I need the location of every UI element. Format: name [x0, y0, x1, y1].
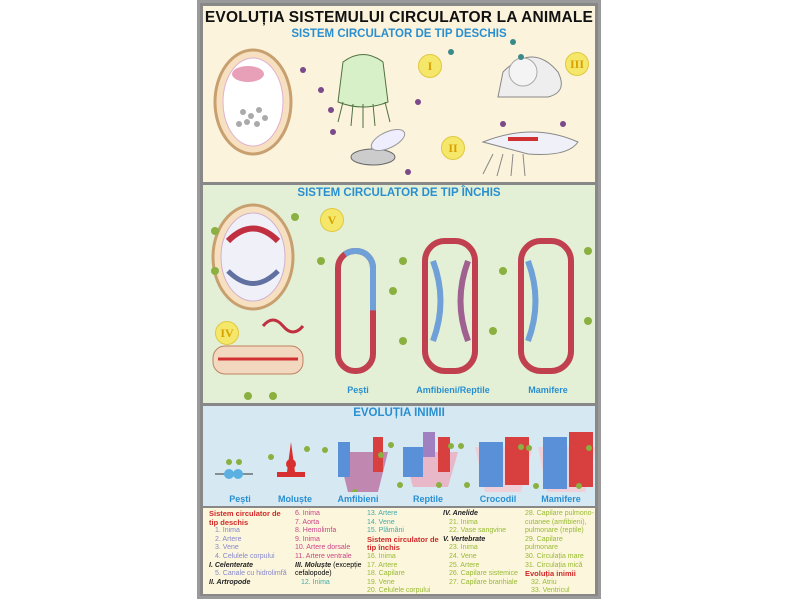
legend-item: 13. Artere: [367, 510, 398, 517]
fly: [350, 148, 396, 166]
caption-fish: Pești: [347, 385, 369, 395]
legend-heading: II. Artropode: [209, 578, 251, 586]
legend-heading: IV. Anelide: [443, 510, 478, 517]
label-ii: II: [441, 136, 465, 160]
heart-caption-crocodile: Crocodil: [479, 494, 517, 504]
heart-evolution-title: EVOLUȚIA INIMII: [353, 407, 445, 419]
heart-illustrations: [215, 432, 595, 492]
legend-heading: I. Celenterate: [209, 561, 253, 569]
legend-item: 31. Circulația mică: [525, 561, 583, 569]
legend-item: 33. Ventricul: [531, 587, 570, 595]
heart-caption-amphibians: Amfibieni: [337, 494, 379, 504]
legend-col-5: 28. Capilare pulmono-cutanee (amfibieni)…: [525, 510, 595, 596]
heart-caption-mammals: Mamifere: [541, 494, 581, 504]
legend-item: 15. Plămâni: [367, 527, 404, 535]
fish-heart: [215, 469, 253, 479]
poster-title: EVOLUȚIA SISTEMULUI CIRCULATOR LA ANIMAL…: [204, 9, 594, 26]
legend-item: 27. Capilare branhiale: [449, 578, 518, 586]
caption-amphibians-reptiles: Amfibieni/Reptile: [416, 385, 490, 395]
legend-col-1: Sistem circulator de tip deschis 1. Inim…: [209, 509, 291, 587]
legend-item: 20. Celulele corpului: [367, 587, 431, 595]
open-system-illustrations: [213, 39, 579, 177]
heart-caption-fish: Pești: [229, 494, 251, 504]
legend-item: 4. Celulele corpului: [215, 552, 275, 560]
shrimp: [481, 131, 579, 155]
fish-circulation: [335, 248, 376, 374]
legend-item: 16. Inima: [367, 552, 396, 560]
legend-item: 28. Capilare pulmono-cutanee (amfibieni)…: [525, 510, 594, 535]
legend-heading: Sistem circulator de tip deschis: [209, 509, 281, 527]
legend-heading: III. Moluște: [295, 561, 332, 569]
label-iii: III: [565, 52, 589, 76]
legend-item: 7. Aorta: [295, 518, 320, 526]
legend-item: 29. Capilare pulmonare: [525, 535, 563, 552]
mammal-circulation: [518, 238, 574, 374]
legend-item: 25. Artere: [449, 561, 480, 569]
label-i: I: [418, 54, 442, 78]
open-system-section: EVOLUȚIA SISTEMULUI CIRCULATOR LA ANIMAL…: [203, 6, 595, 182]
legend-item: 17. Artere: [367, 561, 398, 569]
legend-item: 23. Inima: [449, 544, 478, 552]
legend-item: 1. Inima: [215, 527, 240, 535]
legend-item: 11. Artere ventrale: [295, 552, 352, 560]
legend-item: 21. Inima: [449, 518, 478, 526]
legend-item: 14. Vene: [367, 518, 395, 526]
amphibian-circulation: [422, 238, 478, 374]
closed-system-title: SISTEM CIRCULATOR DE TIP ÎNCHIS: [297, 187, 501, 199]
legend-heading: Evoluția inimii: [525, 569, 576, 579]
jellyfish: [337, 54, 389, 108]
legend-item: 32. Atriu: [531, 578, 557, 586]
closed-system-section: SISTEM CIRCULATOR DE TIP ÎNCHIS V IV Peș…: [203, 185, 595, 403]
mammal-heart: [538, 432, 595, 492]
legend-item: 22. Vase sangvine: [449, 527, 507, 535]
legend-item: 12. Inima: [301, 578, 330, 586]
label-iv: IV: [215, 321, 239, 345]
closed-system-illustrations: [211, 203, 592, 400]
mollusc-heart: [277, 442, 305, 477]
open-system-title: SISTEM CIRCULATOR DE TIP DESCHIS: [291, 28, 507, 40]
reptile-heart: [403, 432, 458, 487]
legend-item: 6. Inima: [295, 510, 320, 517]
legend-item: 30. Circulația mare: [525, 552, 584, 560]
legend-heading: V. Vertebrate: [443, 535, 486, 543]
legend-heading: Sistem circulator de tip închis: [367, 534, 439, 553]
legend: Sistem circulator de tip deschis 1. Inim…: [203, 508, 595, 594]
legend-item: 8. Hemolimfa: [295, 527, 337, 535]
heart-evolution-section: EVOLUȚIA INIMII Pești Moluște Amfibieni …: [203, 406, 595, 506]
legend-item: 3. Vene: [215, 544, 239, 552]
caption-mammals: Mamifere: [528, 385, 568, 395]
legend-item: 2. Artere: [215, 535, 242, 543]
legend-item: 9. Inima: [295, 535, 320, 543]
amphibian-heart: [338, 437, 388, 492]
label-v: V: [320, 208, 344, 232]
legend-note: (excepție cefalopode): [295, 561, 362, 578]
legend-item: 24. Vene: [449, 552, 477, 560]
legend-item: 26. Capilare sistemice: [449, 570, 518, 578]
poster: EVOLUȚIA SISTEMULUI CIRCULATOR LA ANIMAL…: [197, 0, 601, 599]
heart-caption-molluscs: Moluște: [277, 494, 312, 504]
legend-item: 18. Capilare: [367, 570, 405, 578]
legend-item: 19. Vene: [367, 578, 395, 586]
heart-caption-reptiles: Reptile: [412, 494, 443, 504]
legend-item: 5. Canale cu hidrolimfă: [215, 570, 287, 578]
legend-item: 10. Artere dorsale: [295, 544, 351, 552]
crocodile-heart: [475, 437, 533, 492]
